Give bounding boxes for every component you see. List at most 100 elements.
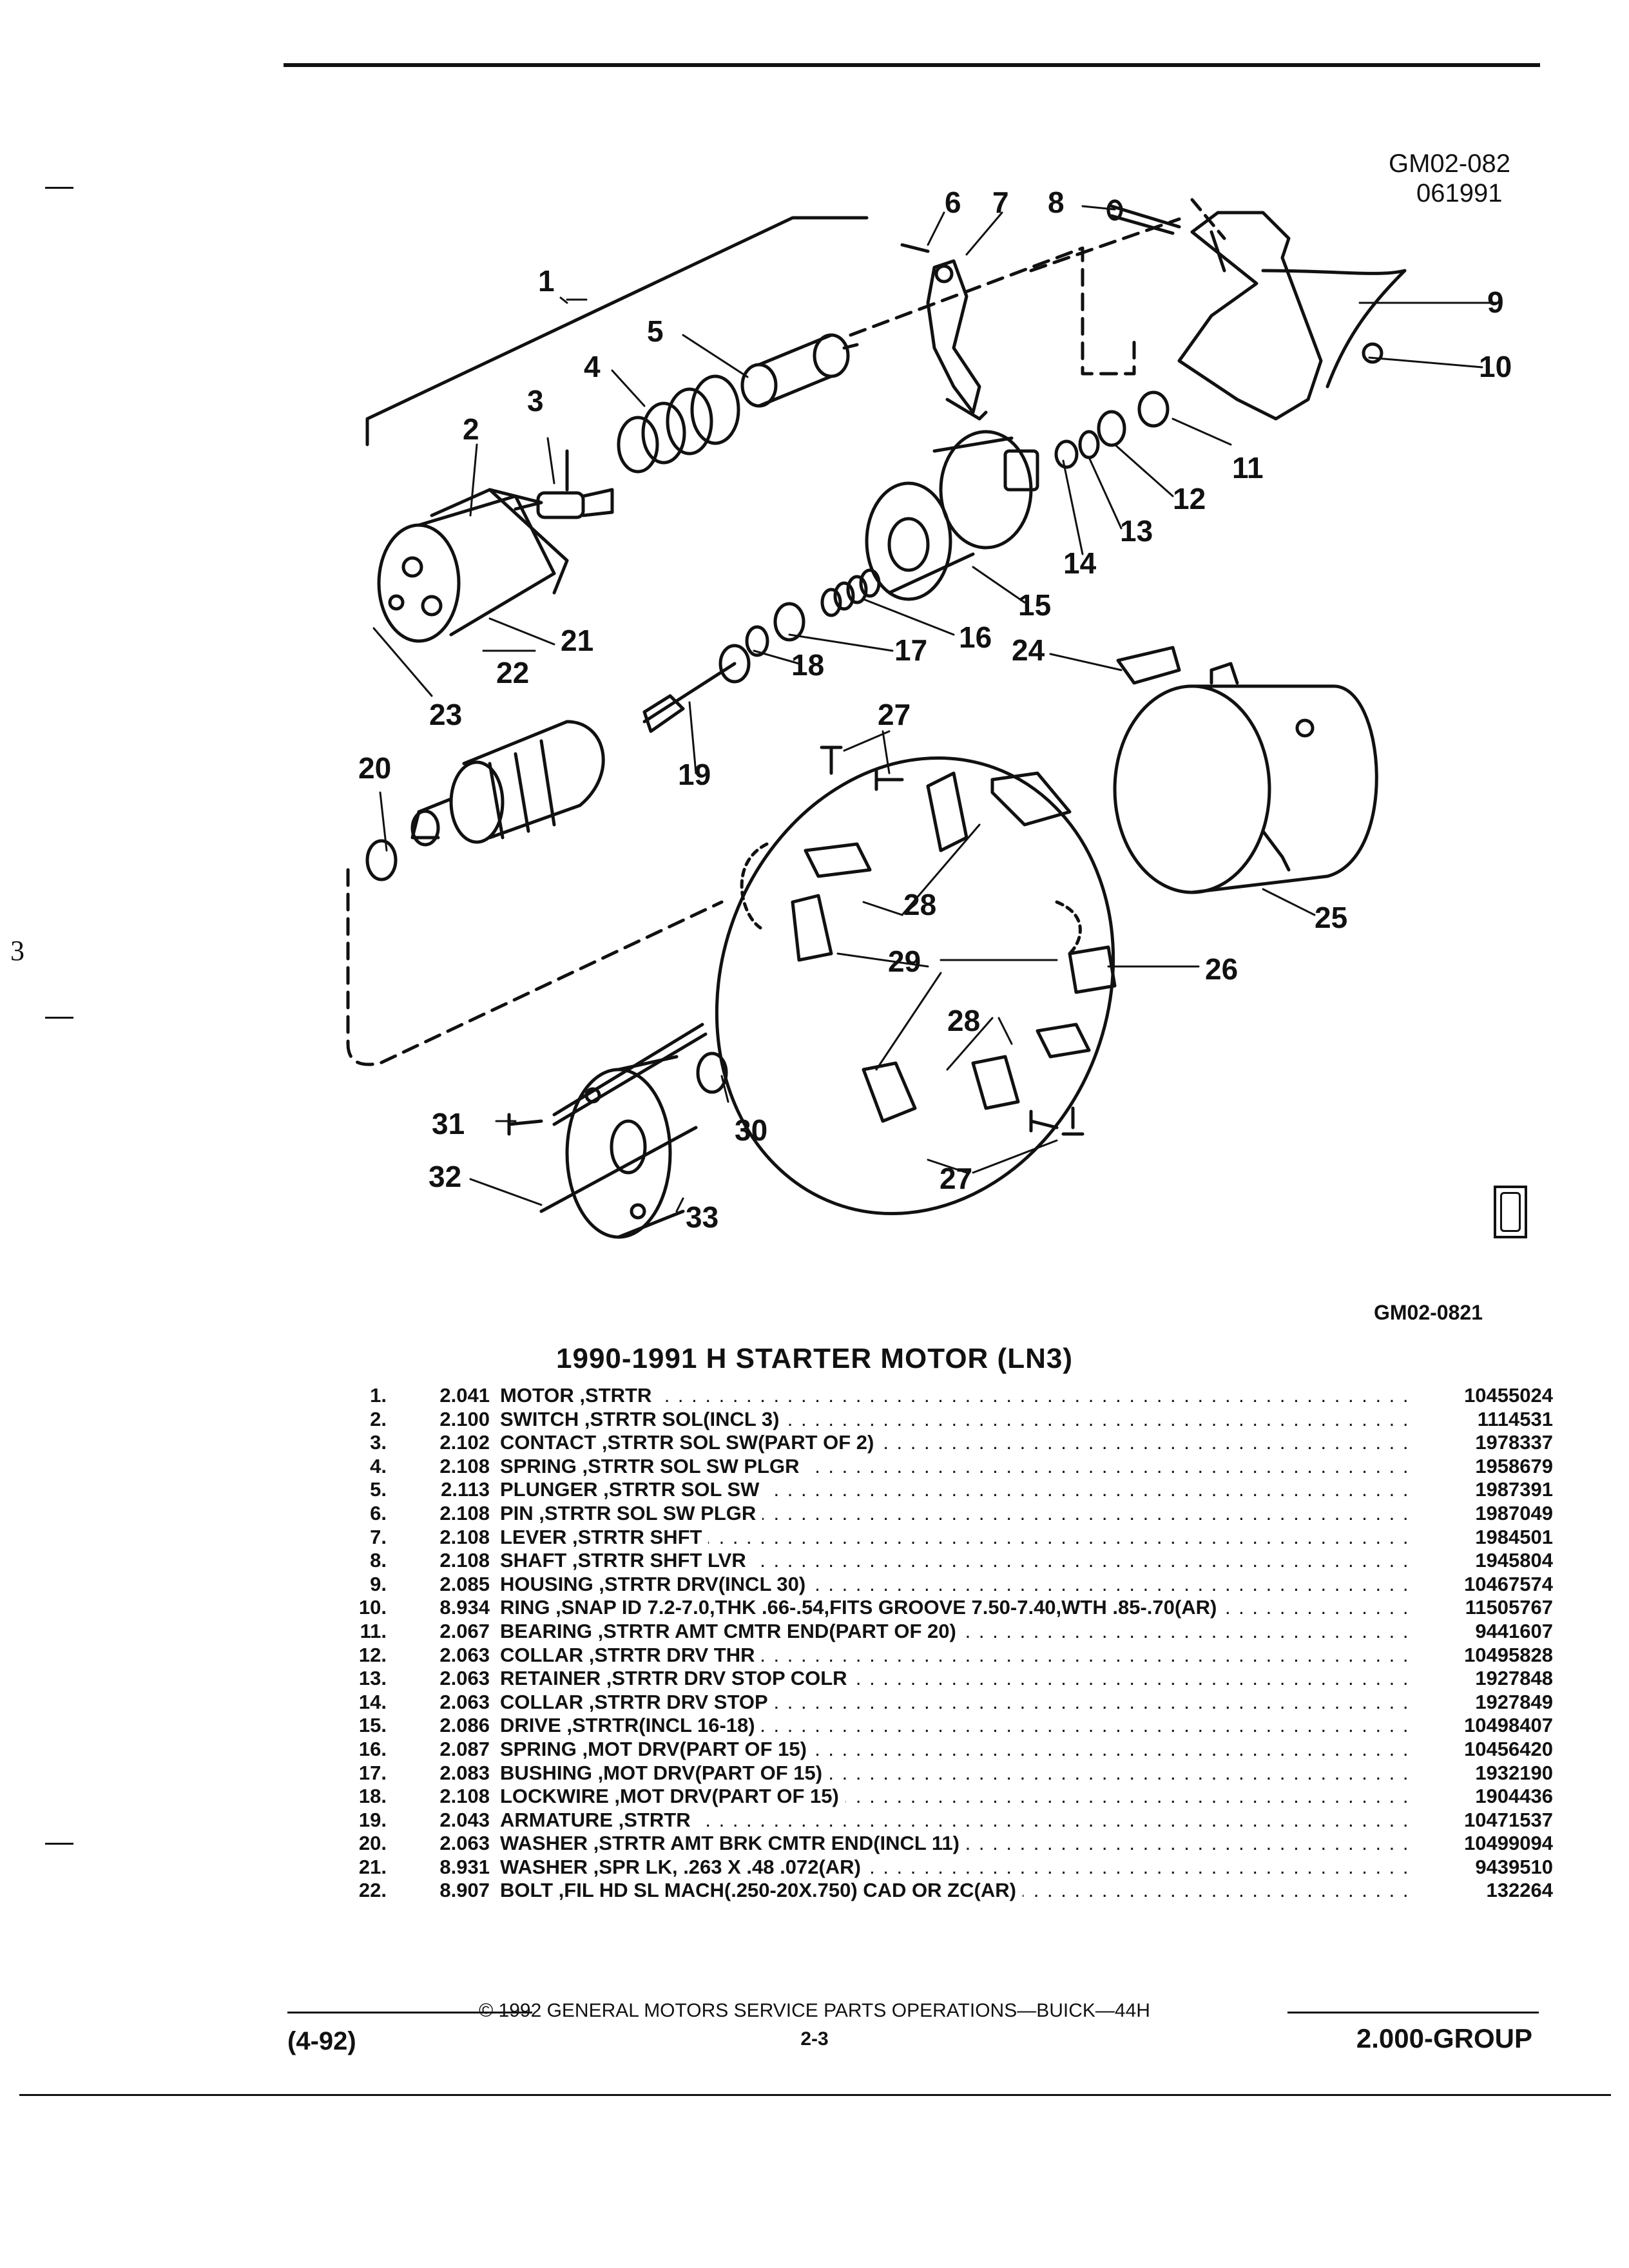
callout-2: 2 [463, 412, 479, 446]
part-description-text: SPRING ,STRTR SOL SW PLGR [500, 1454, 806, 1477]
field-frame [1113, 662, 1378, 894]
part-number: 10456420 [1464, 1737, 1553, 1760]
group-number: 8.907 [439, 1879, 490, 1902]
part-number: 1984501 [1475, 1525, 1553, 1548]
part-description: BUSHING ,MOT DRV(PART OF 15) [500, 1761, 1418, 1785]
brush-screw-part [820, 745, 843, 775]
part-number-index: 18. [358, 1785, 387, 1808]
copyright-line: © 1992 GENERAL MOTORS SERVICE PARTS OPER… [479, 2000, 1150, 2021]
margin-tick [45, 187, 73, 189]
part-description: COLLAR ,STRTR DRV STOP [500, 1690, 1418, 1714]
bottom-rule [19, 2094, 1611, 2096]
callout-32: 32 [429, 1160, 461, 1193]
part-number: 1978337 [1475, 1431, 1553, 1454]
group-number: 2.086 [439, 1714, 490, 1737]
part-number-index: 17. [358, 1761, 387, 1784]
part-number-index: 4. [370, 1454, 387, 1477]
part-description-text: RING ,SNAP ID 7.2-7.0,THK .66-.54,FITS G… [500, 1596, 1224, 1619]
solenoid-switch [377, 488, 569, 643]
group-number: 2.063 [439, 1643, 490, 1666]
motor-bracket [365, 216, 869, 447]
brush-screw-part [1061, 1106, 1084, 1136]
callout-9: 9 [1487, 285, 1504, 319]
callout-28-bottom: 28 [947, 1004, 980, 1037]
part-number-index: 20. [358, 1832, 387, 1855]
shaft-bolt [1106, 199, 1181, 235]
margin-mark: 3 [10, 935, 24, 966]
callout-22: 22 [496, 656, 529, 689]
part-description-text: LEVER ,STRTR SHFT [500, 1525, 709, 1548]
part-description: RETAINER ,STRTR DRV STOP COLR [500, 1667, 1418, 1690]
section-title: 1990-1991 H STARTER MOTOR (LN3) [556, 1343, 1073, 1374]
group-number: 2.043 [439, 1808, 490, 1831]
callout-14: 14 [1063, 546, 1097, 580]
part-description: DRIVE ,STRTR(INCL 16-18) [500, 1714, 1418, 1737]
lockwire-part [745, 625, 769, 657]
top-rule [284, 63, 1540, 67]
callout-8: 8 [1048, 186, 1065, 219]
part-description-text: ARMATURE ,STRTR [500, 1808, 697, 1831]
plunger [740, 333, 859, 408]
part-number-index: 21. [358, 1855, 387, 1878]
snap-ring-part [1362, 342, 1383, 364]
part-number: 1904436 [1475, 1785, 1553, 1808]
part-description: HOUSING ,STRTR DRV(INCL 30) [500, 1572, 1418, 1596]
part-number-index: 9. [370, 1572, 387, 1595]
part-description: LEVER ,STRTR SHFT [500, 1525, 1418, 1549]
part-description-text: COLLAR ,STRTR DRV THR [500, 1643, 762, 1666]
plunger-spring [617, 374, 740, 474]
part-number: 1987049 [1475, 1501, 1553, 1524]
part-description: SPRING ,MOT DRV(PART OF 15) [500, 1737, 1418, 1761]
part-number: 1927849 [1475, 1690, 1553, 1713]
callout-10: 10 [1479, 350, 1512, 383]
callout-30: 30 [735, 1113, 767, 1147]
part-number-index: 14. [358, 1690, 387, 1713]
armature [410, 644, 751, 847]
part-number-index: 10. [358, 1596, 387, 1619]
part-number: 10471537 [1464, 1808, 1553, 1831]
part-description-text: PLUNGER ,STRTR SOL SW [500, 1478, 766, 1501]
callout-1: 1 [538, 264, 555, 298]
group-number: 2.113 [441, 1478, 490, 1501]
collar-part [1097, 410, 1126, 447]
part-description-text: RETAINER ,STRTR DRV STOP COLR [500, 1667, 854, 1690]
end-bushing-part [696, 1052, 728, 1094]
motor-bracket-lower [346, 868, 724, 1066]
part-description-text: CONTACT ,STRTR SOL SW(PART OF 2) [500, 1431, 881, 1454]
group-number: 2.108 [439, 1501, 490, 1524]
part-number-index: 1. [370, 1384, 387, 1407]
bearing-part [1137, 390, 1170, 428]
part-description-text: BOLT ,FIL HD SL MACH(.250-20X.750) CAD O… [500, 1879, 1023, 1902]
part-description-text: SPRING ,MOT DRV(PART OF 15) [500, 1737, 813, 1760]
callout-29: 29 [888, 945, 921, 978]
callout-18: 18 [791, 648, 824, 682]
switch-contact [536, 449, 614, 519]
drive-assembly [865, 430, 1039, 601]
part-number-index: 5. [370, 1478, 387, 1501]
part-number-index: 6. [370, 1501, 387, 1524]
callout-4: 4 [584, 350, 601, 383]
starter-motor-exploded-diagram: 1 2 3 4 5 6 7 8 9 10 11 12 13 14 15 16 1… [346, 186, 1512, 1239]
part-description-text: WASHER ,STRTR AMT BRK CMTR END(INCL 11) [500, 1832, 966, 1855]
part-number-index: 15. [358, 1714, 387, 1737]
part-description-text: MOTOR ,STRTR [500, 1384, 659, 1407]
page-number: 2-3 [800, 2028, 829, 2050]
illustration-code: GM02-082 [1389, 149, 1510, 178]
insulator-part [1116, 646, 1181, 685]
part-description: PIN ,STRTR SOL SW PLGR [500, 1501, 1418, 1525]
footer-rule-left [287, 2012, 532, 2013]
group-number: 2.100 [439, 1407, 490, 1430]
part-number: 1987391 [1475, 1478, 1553, 1501]
footer-rule-right [1287, 2012, 1539, 2013]
